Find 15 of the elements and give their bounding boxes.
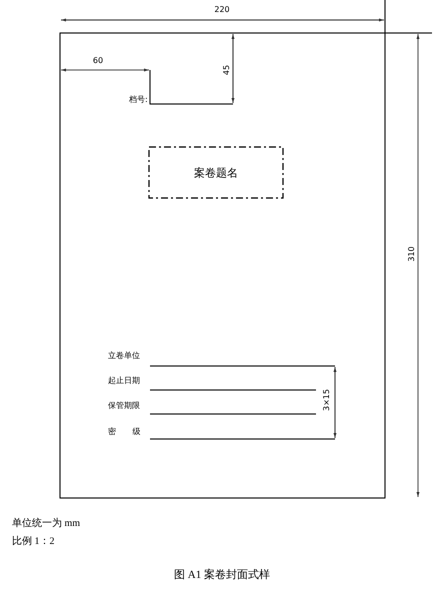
dimension-value: 60 <box>92 57 104 65</box>
dimension-value: 310 <box>408 246 416 262</box>
field-label: 起止日期 <box>108 377 140 385</box>
dimension-value: 45 <box>223 64 231 76</box>
field-label: 保管期限 <box>108 402 140 410</box>
field-label: 档号: <box>129 96 148 104</box>
figure-caption: 图 A1 案卷封面式样 <box>174 570 270 581</box>
note-text: 单位统一为 mm <box>12 519 80 529</box>
field-label: 立卷单位 <box>108 352 140 360</box>
dimension-value: 220 <box>214 6 230 14</box>
field-label: 密 级 <box>108 428 141 436</box>
note-text: 比例 1：2 <box>12 537 54 547</box>
title-text: 案卷题名 <box>194 167 238 178</box>
dimension-value: 3×15 <box>323 389 331 411</box>
title-box <box>148 146 284 199</box>
